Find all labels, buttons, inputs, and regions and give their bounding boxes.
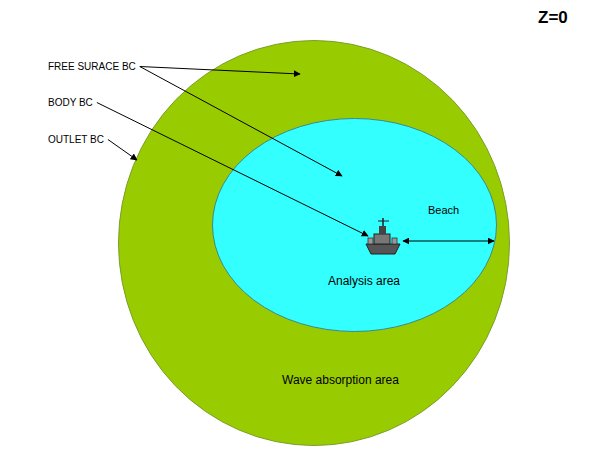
region-label: Analysis area xyxy=(328,274,400,288)
leader-line xyxy=(403,241,494,242)
leader-line xyxy=(140,67,342,177)
analysis-region: Analysis area xyxy=(212,118,497,332)
leader-line xyxy=(108,140,137,161)
dimension-label: Beach xyxy=(428,204,459,216)
absorption-region: Wave absorption area Analysis area xyxy=(118,40,510,446)
leader-lines xyxy=(97,67,494,242)
bc-label: FREE SURACE BC xyxy=(48,61,136,72)
bc-label: BODY BC xyxy=(48,97,93,108)
region-outline xyxy=(212,118,497,332)
plane-label: Z=0 xyxy=(538,8,568,28)
region-label: Wave absorption area xyxy=(282,373,399,387)
leader-line xyxy=(97,103,368,237)
leader-line xyxy=(140,67,300,75)
bc-label: OUTLET BC xyxy=(48,134,104,145)
ship-icon xyxy=(366,218,400,254)
